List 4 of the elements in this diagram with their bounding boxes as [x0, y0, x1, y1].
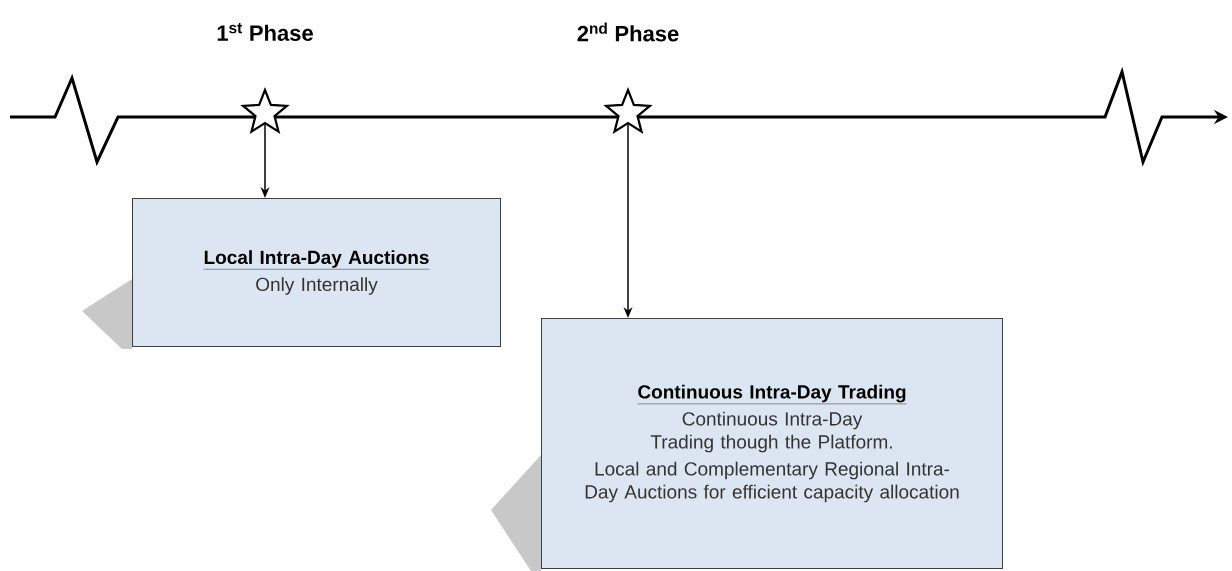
phase-label: 2$^{nd}$ Phase: [577, 22, 679, 42]
text-box: Continuous Intra-Day Trading Continuous Intra-Day Trading though the Platform. Local and Complementary Regional Intra-Day Auctions for efficient capacity allocation: [491, 318, 1003, 571]
text-box: Local Intra-Day Auctions Only Internally: [82, 198, 501, 349]
phase-label: 1$^{st}$ Phase: [217, 23, 313, 41]
